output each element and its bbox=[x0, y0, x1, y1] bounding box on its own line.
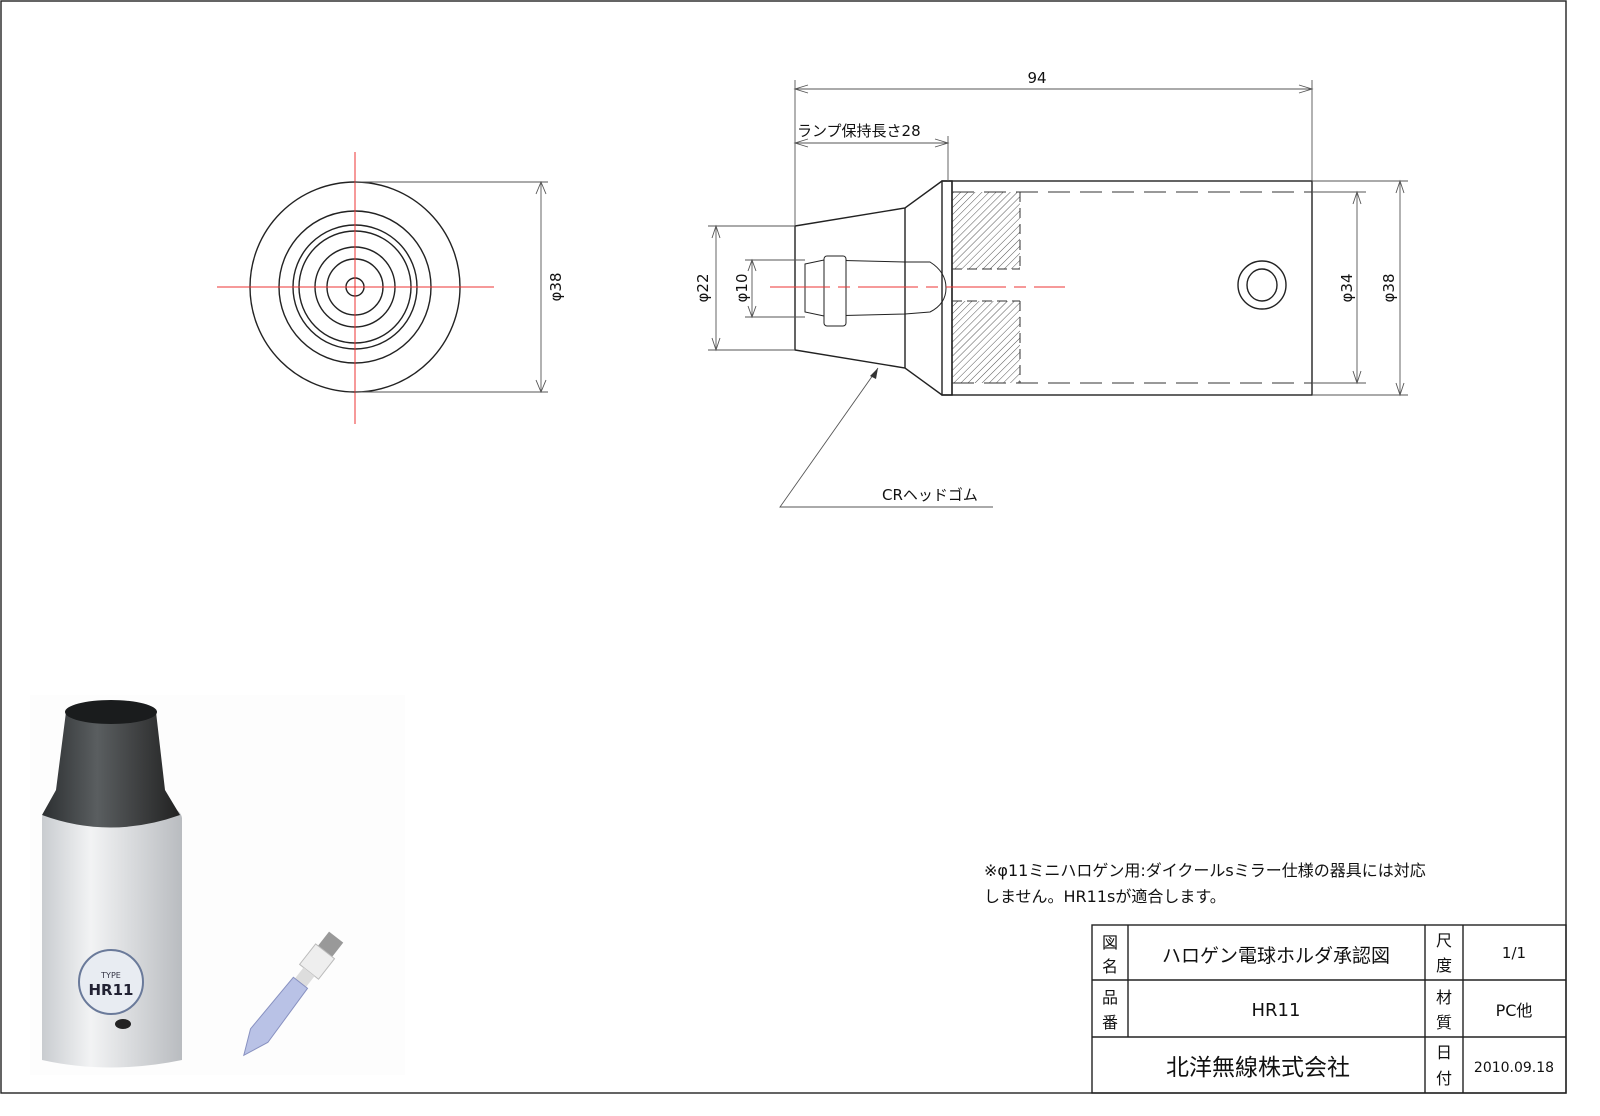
front-view: φ38 bbox=[217, 152, 565, 424]
front-diameter-label: φ38 bbox=[547, 273, 565, 302]
side-hole bbox=[1237, 260, 1287, 310]
svg-text:質: 質 bbox=[1436, 1013, 1452, 1032]
callout-leader bbox=[779, 367, 993, 508]
product-photo: TYPE HR11 bbox=[30, 695, 405, 1075]
date-value: 2010.09.18 bbox=[1474, 1060, 1554, 1076]
inner-diameter-label: φ34 bbox=[1338, 274, 1356, 303]
svg-text:番: 番 bbox=[1102, 1013, 1118, 1032]
bore-diameter-label: φ10 bbox=[733, 274, 751, 303]
material-value: PC他 bbox=[1496, 1001, 1533, 1020]
company-name: 北洋無線株式会社 bbox=[1166, 1055, 1350, 1081]
overall-length-label: 94 bbox=[1027, 69, 1046, 87]
side-view: 94 ランプ保持長さ28 φ22 φ10 φ34 φ38 CRヘッドゴム bbox=[694, 69, 1408, 508]
part-no-label: 品 bbox=[1102, 988, 1118, 1007]
sheet-border bbox=[0, 0, 1567, 1094]
svg-text:付: 付 bbox=[1436, 1069, 1452, 1088]
lamp-hold-length-label: ランプ保持長さ28 bbox=[797, 122, 921, 140]
drawing-name: ハロゲン電球ホルダ承認図 bbox=[1162, 945, 1390, 967]
note-line-1: ※φ11ミニハロゲン用:ダイクールsミラー仕様の器具には対応 bbox=[984, 861, 1426, 880]
tip-diameter-label: φ22 bbox=[694, 274, 712, 303]
photo-label-lettering: TYPE bbox=[100, 971, 121, 980]
svg-text:度: 度 bbox=[1436, 956, 1452, 975]
outer-diameter-label: φ38 bbox=[1380, 274, 1398, 303]
title-block: 図 名 ハロゲン電球ホルダ承認図 尺 度 1/1 品 番 HR11 材 質 PC… bbox=[1091, 924, 1567, 1094]
material-label: 材 bbox=[1436, 988, 1452, 1007]
scale-label: 尺 bbox=[1436, 931, 1452, 950]
scale-value: 1/1 bbox=[1502, 944, 1526, 962]
part-no: HR11 bbox=[1252, 1000, 1301, 1021]
note-line-2: しません。HR11sが適合します。 bbox=[984, 887, 1226, 906]
drawing-name-label: 図 bbox=[1102, 933, 1118, 952]
svg-text:名: 名 bbox=[1102, 957, 1118, 976]
callout-label: CRヘッドゴム bbox=[882, 486, 978, 504]
date-label: 日 bbox=[1436, 1043, 1452, 1062]
svg-text:HR11: HR11 bbox=[89, 981, 134, 999]
